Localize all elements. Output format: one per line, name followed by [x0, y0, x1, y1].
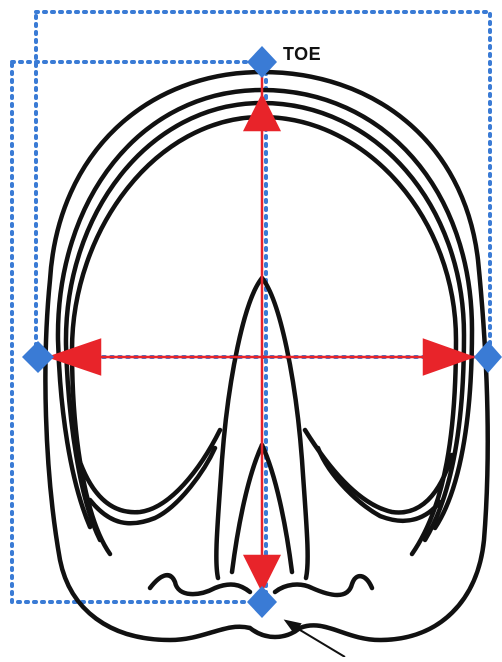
left-heel-bulb [150, 575, 250, 594]
toe-label: TOE [283, 44, 321, 65]
left-quarter-marker-diamond-icon [22, 341, 54, 373]
arrowhead-icon [245, 556, 279, 590]
left-bar-inner [90, 448, 215, 523]
frog-central-sulcus-left [232, 445, 262, 572]
right-quarter-marker-diamond-icon [474, 341, 502, 373]
arrowhead-icon [245, 96, 279, 130]
right-heel-bulb [275, 576, 372, 595]
left-bar [76, 430, 220, 512]
right-bar [305, 430, 452, 512]
